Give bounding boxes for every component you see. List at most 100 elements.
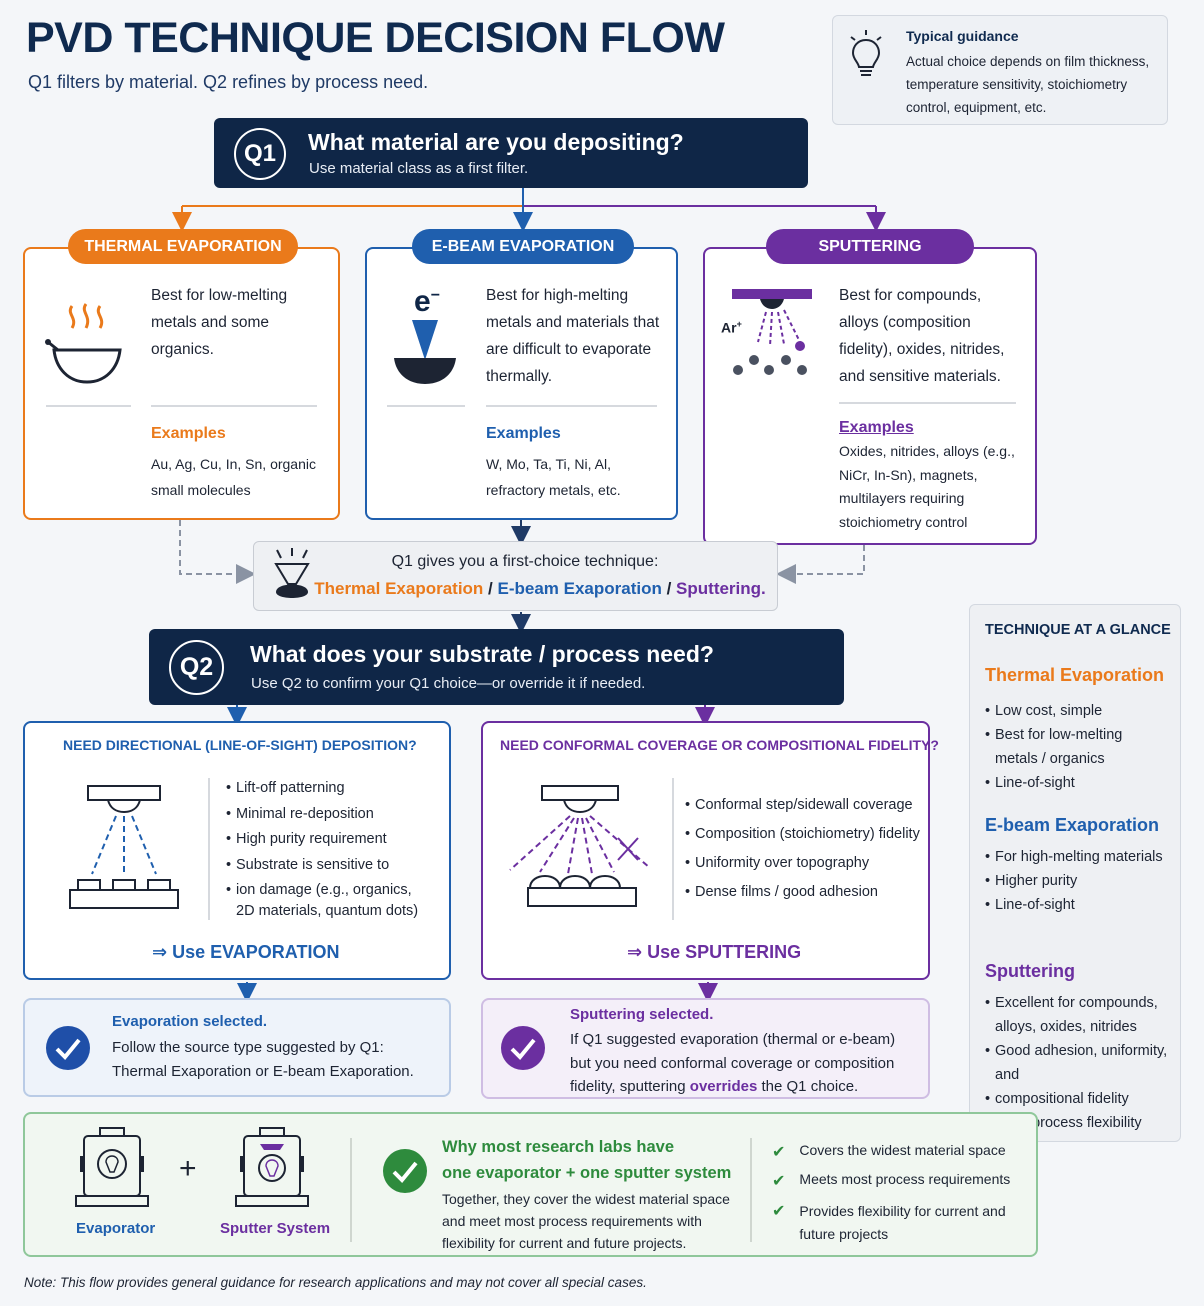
list-item: High purity requirement — [226, 827, 412, 853]
list-item: Minimal re-deposition — [226, 802, 412, 828]
glance-ebeam-list: For high-melting materials Higher purity… — [985, 845, 1165, 917]
list-item: Lift-off patterning — [226, 776, 412, 802]
evaporator-icon — [75, 1127, 149, 1207]
pill-sputter: SPUTTERING — [766, 229, 974, 264]
list-item: Line-of-sight — [985, 893, 1165, 917]
guidance-text: Actual choice depends on film thickness,… — [906, 54, 1150, 115]
dashed-arrow-left — [179, 520, 256, 584]
heating-boat-icon — [45, 303, 122, 384]
divider — [672, 778, 674, 920]
glance-thermal-heading: Thermal Evaporation — [985, 665, 1165, 685]
list-item: Substrate is sensitive to — [226, 853, 412, 879]
sputter-examples-heading: Examples — [839, 419, 914, 436]
list-item: Composition (stoichiometry) fidelity — [685, 820, 920, 849]
list-item: ✔Provides flexibility for current and fu… — [772, 1200, 1027, 1246]
use-sputtering-result: ⇒ Use SPUTTERING — [627, 942, 802, 962]
q1-badge: Q1 — [234, 128, 286, 180]
argon-ion-symbol: Ar+ — [721, 319, 742, 336]
thermal-examples: Au, Ag, Cu, In, Sn, organic small molecu… — [151, 456, 316, 498]
list-item: Excellent for compounds, alloys, oxides,… — [985, 991, 1171, 1039]
q1-banner — [214, 118, 808, 188]
card-ebeam — [365, 247, 678, 520]
guidance-box — [832, 15, 1168, 125]
glance-sputter-heading: Sputtering — [985, 961, 1075, 981]
list-item: For high-melting materials — [985, 845, 1165, 869]
q2-title: What does your substrate / process need? — [250, 641, 714, 667]
glance-ebeam-heading: E-beam Exaporation — [985, 815, 1160, 835]
list-item: Dense films / good adhesion — [685, 878, 920, 907]
list-item: compositional fidelity — [985, 1087, 1171, 1111]
pill-ebeam: E-BEAM EVAPORATION — [412, 229, 634, 264]
checkmark-icon: ✔ — [772, 1173, 786, 1190]
list-item: Uniformity over topography — [685, 849, 920, 878]
pill-thermal: THERMAL EVAPORATION — [68, 229, 298, 264]
q2-subtitle: Use Q2 to confirm your Q1 choice—or over… — [251, 675, 646, 692]
ebeam-examples: W, Mo, Ta, Ti, Ni, Al, refractory metals… — [486, 456, 621, 498]
list-item: Line-of-sight — [985, 771, 1165, 795]
dashed-arrow-right — [776, 545, 865, 584]
q2-badge: Q2 — [169, 640, 224, 695]
sputter-system-label: Sputter System — [220, 1220, 331, 1237]
electron-symbol: e− — [414, 285, 441, 318]
sputter-target-icon — [732, 289, 812, 375]
q2-banner — [149, 629, 844, 705]
list-item: Good adhesion, uniformity, and — [985, 1039, 1171, 1087]
q1-subtitle: Use material class as a first filter. — [309, 160, 529, 177]
funnel-icon — [274, 548, 310, 598]
q1-summary-box — [253, 541, 778, 611]
checkmark-icon: ✔ — [772, 1144, 786, 1161]
thermal-examples-heading: Examples — [151, 425, 226, 442]
list-item: Low cost, simple — [985, 699, 1165, 723]
checkmark-icon: ✔ — [772, 1203, 786, 1220]
divider — [387, 405, 465, 407]
check-circle-icon — [501, 1026, 545, 1070]
labs-check-list: ✔Covers the widest material space ✔Meets… — [772, 1142, 1027, 1246]
conformal-coverage-icon — [509, 785, 651, 907]
card-thermal — [23, 247, 340, 520]
conformal-heading: NEED CONFORMAL COVERAGE OR COMPOSITIONAL… — [500, 737, 939, 753]
evaporation-selected-text: Follow the source type suggested by Q1: … — [112, 1039, 414, 1080]
list-item: Higher purity — [985, 869, 1165, 893]
divider — [350, 1138, 352, 1242]
divider — [839, 402, 1016, 404]
sputter-system-icon — [235, 1127, 309, 1207]
evaporation-selected-title: Evaporation selected. — [112, 1013, 268, 1030]
ebeam-examples-heading: Examples — [486, 425, 561, 442]
footer-note: Note: This flow provides general guidanc… — [24, 1275, 647, 1290]
list-item: Best for low-melting metals / organics — [985, 723, 1165, 771]
divider — [208, 778, 210, 920]
page-title: PVD TECHNIQUE DECISION FLOW — [26, 14, 725, 62]
evaporator-label: Evaporator — [76, 1220, 156, 1237]
page-subtitle: Q1 filters by material. Q2 refines by pr… — [28, 72, 429, 92]
divider — [750, 1138, 752, 1242]
list-item: ✔Meets most process requirements — [772, 1171, 1027, 1200]
thermal-description: Best for low-melting metals and some org… — [151, 287, 288, 358]
list-item-tail: 2D materials, quantum dots) — [236, 903, 419, 919]
sputtering-selected-box — [481, 998, 930, 1099]
sputter-description: Best for compounds, alloys (composition … — [839, 287, 1005, 385]
divider — [46, 405, 131, 407]
sputter-examples: Oxides, nitrides, alloys (e.g., NiCr, In… — [839, 443, 1015, 530]
ebeam-description: Best for high-melting metals and materia… — [486, 287, 660, 385]
labs-box — [23, 1112, 1038, 1257]
q1-summary-text: Q1 gives you a first-choice technique: — [391, 553, 659, 570]
list-item: Conformal step/sidewall coverage — [685, 791, 920, 820]
directional-list: Lift-off patterning Minimal re-depositio… — [226, 776, 412, 904]
list-item: ion damage (e.g., organics, — [226, 878, 412, 904]
directional-heading: NEED DIRECTIONAL (LINE-OF-SIGHT) DEPOSIT… — [63, 737, 417, 753]
glance-title: TECHNIQUE AT A GLANCE — [985, 622, 1171, 638]
line-of-sight-icon — [69, 785, 179, 909]
guidance-title: Typical guidance — [906, 28, 1019, 44]
evaporation-selected-box — [23, 998, 451, 1097]
check-circle-icon — [383, 1149, 427, 1193]
conformal-list: Conformal step/sidewall coverage Composi… — [685, 791, 920, 907]
q1-summary-techniques: Thermal Exaporation / E-beam Exaporation… — [314, 579, 766, 598]
sputtering-selected-text: If Q1 suggested evaporation (thermal or … — [570, 1031, 896, 1095]
sputtering-selected-title: Sputtering selected. — [570, 1006, 714, 1023]
ebeam-crucible-icon — [394, 320, 456, 384]
divider — [151, 405, 317, 407]
glance-thermal-list: Low cost, simple Best for low-melting me… — [985, 699, 1165, 795]
plus-sign: + — [179, 1152, 197, 1185]
